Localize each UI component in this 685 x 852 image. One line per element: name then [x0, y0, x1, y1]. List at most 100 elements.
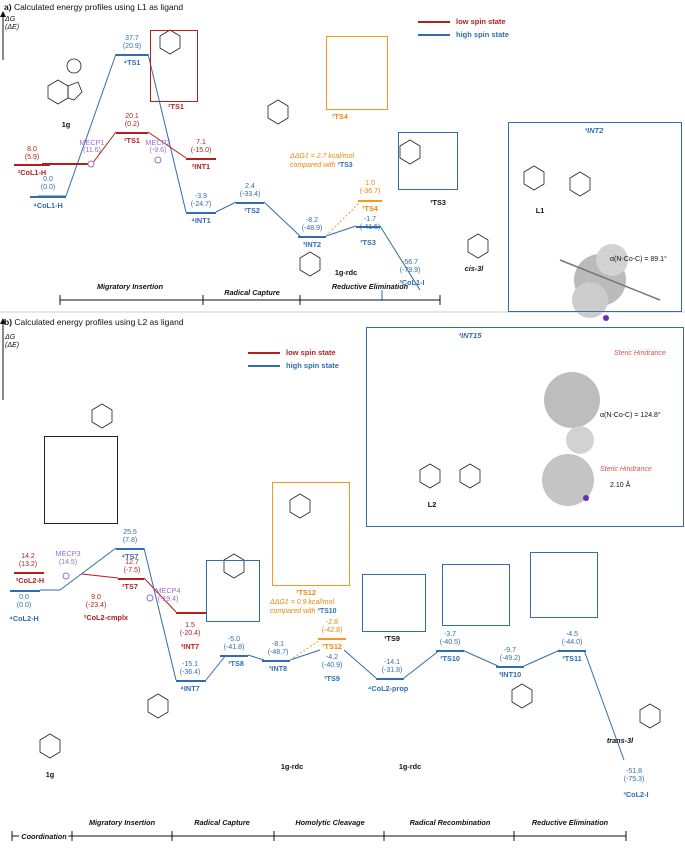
inset-3INT15-title: ³INT15 — [458, 331, 482, 340]
label-3TS8: ³TS8 — [228, 659, 244, 668]
mol-trans-3l: trans-3l — [606, 736, 634, 745]
level-3INT2 — [298, 236, 326, 238]
step-reductive-elimination-a: Reductive Elimination — [331, 282, 409, 291]
steric-hindrance-1: Steric Hindrance — [614, 350, 666, 357]
level-3TS3 — [356, 226, 380, 228]
label-3INT8: ³INT8 — [268, 664, 288, 673]
level-2INT1 — [186, 158, 216, 160]
energy-2INT7: 1.5(-20.4) — [179, 622, 201, 637]
label-4TS1: ⁴TS1 — [123, 58, 141, 67]
legend-low-spin-a: low spin state — [418, 17, 506, 26]
energy-3INT2: -8.2(-48.9) — [301, 217, 323, 232]
step-homolytic-cleavage-b: Homolytic Cleavage — [295, 818, 365, 827]
label-4CoL2prop: ⁴CoL2-prop — [367, 684, 409, 693]
mol-1g-rdc-b1: 1g-rdc — [280, 762, 304, 771]
level-4INT7 — [176, 680, 206, 682]
inset-3INT15 — [366, 327, 684, 527]
legend-high-spin-b: high spin state — [248, 361, 339, 370]
label-mecp3: MECP3 — [55, 549, 81, 558]
level-3TS12 — [318, 638, 346, 640]
energy-mecp1: (11.6) — [83, 147, 101, 154]
label-3TS9: ³TS9 — [324, 674, 340, 683]
bracket-label-3TS3: ³TS3 — [430, 198, 446, 207]
label-3TS3: ³TS3 — [360, 238, 376, 247]
level-3INT8 — [262, 660, 290, 662]
mol-cis-3l: cis-3l — [464, 264, 484, 273]
energy-4CoL1H: 0.0(0.0) — [40, 176, 56, 191]
label-2TS7: ²TS7 — [122, 582, 138, 591]
energy-mecp2: (-9.6) — [149, 147, 167, 154]
level-4CoL1H — [30, 196, 66, 198]
mol-1g-a: 1g — [61, 120, 71, 129]
energy-3CoL2I: -51.8(-75.3) — [623, 768, 645, 783]
step-coordination-b: Coordination — [19, 832, 69, 841]
ligand-L2: L2 — [427, 500, 437, 509]
angle-3INT2: α(N-Co-C) = 89.1° — [610, 256, 667, 263]
label-2CoL2H: ²CoL2-H — [15, 576, 45, 585]
energy-mecp4: (-19.4) — [157, 596, 179, 603]
level-3TS10 — [436, 650, 464, 652]
inset-3INT2 — [508, 122, 682, 312]
mol-1g-rdc-a: 1g-rdc — [334, 268, 358, 277]
bracket-3TS8 — [206, 560, 260, 622]
bracket-label-3TS4: ³TS4 — [332, 112, 348, 121]
level-3TS4 — [358, 200, 382, 202]
energy-4TS7: 25.5(7.8) — [122, 529, 138, 544]
energy-4INT7: -15.1(-36.4) — [179, 661, 201, 676]
energy-4TS1: 37.7(20.9) — [122, 35, 142, 50]
steric-hindrance-2: Steric Hindrance — [600, 466, 652, 473]
level-2TS7 — [118, 578, 144, 580]
energy-3TS11: -4.5(-44.0) — [561, 631, 583, 646]
label-3TS11: ³TS11 — [562, 654, 582, 663]
label-4INT1: ⁴INT1 — [191, 216, 211, 225]
step-migratory-insertion-b: Migratory Insertion — [88, 818, 156, 827]
energy-4CoL2prop: -14.1(-31.8) — [381, 659, 403, 674]
level-2TS1 — [116, 132, 148, 134]
label-3TS2: ³TS2 — [244, 206, 260, 215]
label-2TS1: ²TS1 — [124, 136, 140, 145]
energy-4CoL2H: 0.0(0.0) — [16, 594, 32, 609]
panel-b-title: b) Calculated energy profiles using L2 a… — [4, 317, 184, 327]
energy-2TS1: 20.1(0.2) — [124, 113, 140, 128]
level-2CoL2H — [14, 572, 44, 574]
energy-2INT1: 7.1(-15.0) — [190, 139, 212, 154]
label-mecp4: MECP4 — [155, 586, 181, 595]
energy-3INT8: -8.1(-48.7) — [267, 641, 289, 656]
panel-a-title: a) Calculated energy profiles using L1 a… — [4, 2, 184, 12]
label-4TS7: ⁴TS7 — [121, 552, 139, 561]
energy-3TS2: 2.4(-33.4) — [239, 183, 261, 198]
bracket-3TS3 — [398, 132, 458, 190]
mol-1g-b: 1g — [45, 770, 55, 779]
level-4TS7 — [116, 548, 144, 550]
bracket-label-3TS9: ³TS9 — [384, 634, 400, 643]
label-3TS4: ³TS4 — [362, 204, 378, 213]
energy-2cmplx: 9.0(-23.4) — [85, 594, 107, 609]
legend-high-spin-a: high spin state — [418, 30, 509, 39]
label-3TS12: ³TS12 — [322, 642, 342, 651]
distance-3INT15: 2.10 Å — [610, 482, 631, 489]
level-3TS2 — [236, 202, 264, 204]
label-3CoL2I: ³CoL2-I — [623, 790, 649, 799]
step-radical-capture-a: Radical Capture — [224, 288, 280, 297]
legend-low-spin-b: low spin state — [248, 348, 336, 357]
label-3TS10: ³TS10 — [440, 654, 460, 663]
energy-2CoL1H: 8.0(5.9) — [24, 146, 40, 161]
bracket-2TS1 — [150, 30, 198, 102]
angle-3INT15: α(N-Co-C) = 124.8° — [600, 412, 661, 419]
energy-3TS8: -5.0(-41.8) — [223, 636, 245, 651]
label-3INT2: ³INT2 — [302, 240, 322, 249]
label-3CoL1I: ³CoL1-I — [399, 278, 425, 287]
mol-1g-rdc-b2: 1g-rdc — [398, 762, 422, 771]
level-4INT1 — [186, 212, 216, 214]
ligand-L1: L1 — [535, 206, 545, 215]
bracket-3TS4 — [326, 36, 388, 110]
step-radical-capture-b: Radical Capture — [194, 818, 250, 827]
label-2INT1: ²INT1 — [191, 162, 211, 171]
label-4INT7: ⁴INT7 — [180, 684, 200, 693]
label-2INT7: ²INT7 — [180, 642, 200, 651]
energy-3TS4: 1.0(-36.7) — [359, 180, 381, 195]
energy-mecp3: (14.5) — [58, 559, 78, 566]
energy-3CoL1I: -56.7(-79.9) — [399, 259, 421, 274]
